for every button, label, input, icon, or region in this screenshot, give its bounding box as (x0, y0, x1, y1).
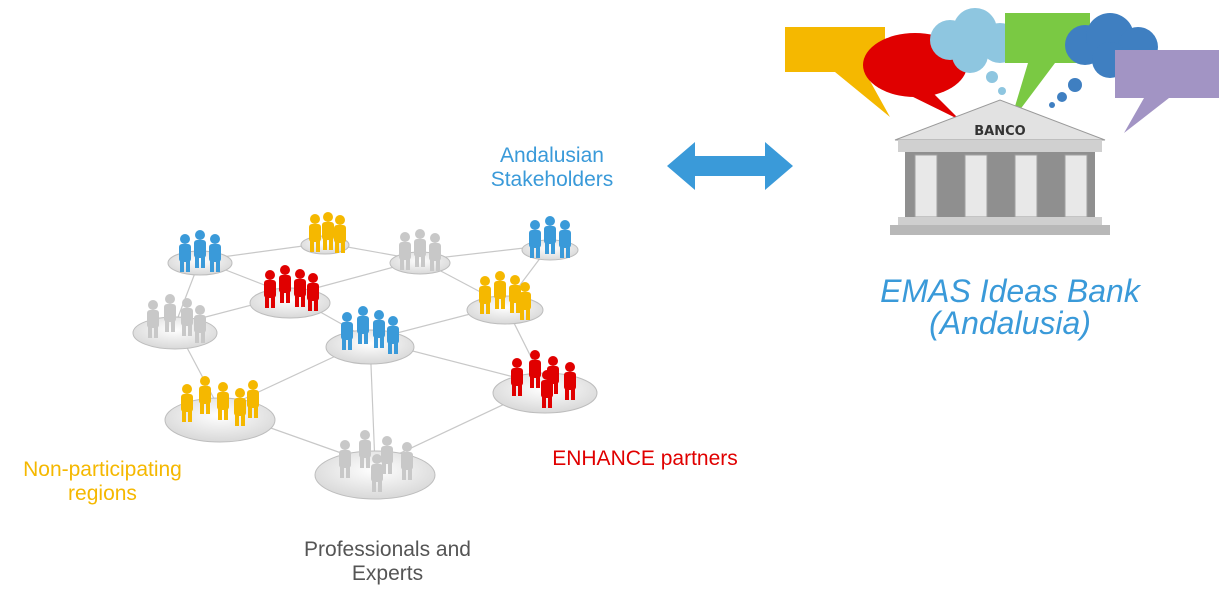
ideas-bank-illustration: BANCO (785, 8, 1219, 235)
label-andalusian-stakeholders: Andalusian Stakeholders (472, 144, 632, 192)
bank-building-icon: BANCO (890, 99, 1110, 235)
bank-sign: BANCO (974, 124, 1025, 139)
speech-bubble-orange-icon (785, 27, 890, 117)
emas-title-line1: EMAS Ideas Bank (880, 273, 1140, 309)
speech-bubbles (785, 8, 1219, 133)
speech-bubble-purple-icon (1115, 50, 1219, 133)
label-emas-ideas-bank: EMAS Ideas Bank (Andalusia) (860, 275, 1160, 339)
label-enhance-text: ENHANCE partners (552, 447, 738, 470)
label-prof-text: Professionals and Experts (304, 538, 471, 586)
double-arrow-icon (667, 142, 793, 190)
label-nonpart-text: Non-participating regions (23, 458, 182, 506)
stakeholder-network-illustration (132, 212, 598, 500)
label-andalusian-text: Andalusian Stakeholders (490, 144, 614, 192)
label-enhance-partners: ENHANCE partners (530, 447, 760, 471)
label-professionals-experts: Professionals and Experts (285, 538, 490, 586)
emas-title-line2: (Andalusia) (929, 305, 1091, 341)
label-non-participating-regions: Non-participating regions (0, 458, 205, 506)
